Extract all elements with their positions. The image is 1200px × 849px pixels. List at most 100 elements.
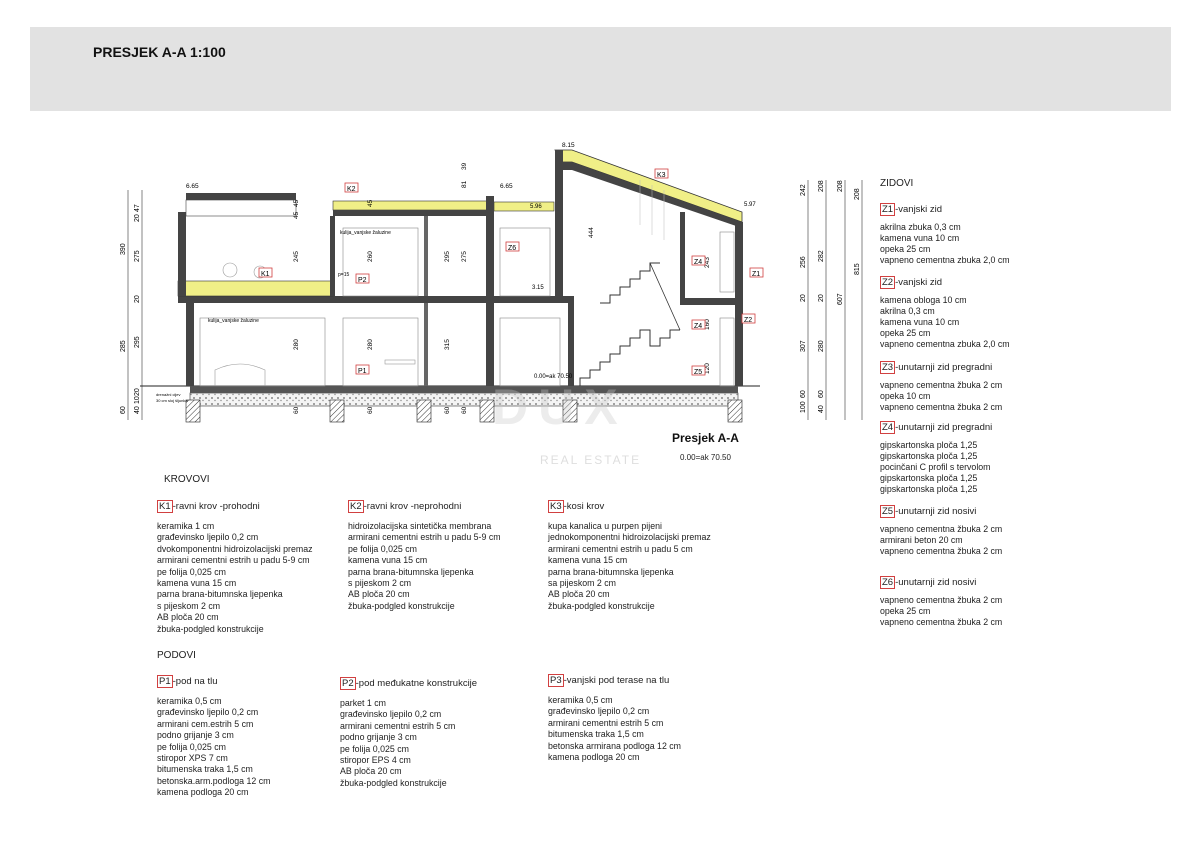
dim-mid-14: 81 [461,180,468,188]
k2-line: AB ploča 20 cm [348,589,410,600]
k2-line: parna brana-bitumnska ljepenka [348,566,474,577]
legend-p1: P1-pod na tlu keramika 0,5 cm građevinsk… [157,675,367,799]
p2-line: parket 1 cm [340,698,386,708]
k3-line: kupa kanalica u purpen pijeni [548,521,662,531]
k2-line: žbuka-podgled konstrukcije [348,600,455,611]
p1-line: bitumenska traka 1,5 cm [157,764,253,775]
watermark-text: REAL ESTATE [540,453,642,467]
code-z6: Z6 [880,576,896,589]
name-k2: -ravni krov -neprohodni [363,501,462,512]
k1-line: kamena vuna 15 cm [157,578,237,589]
k3-line: kamena vuna 15 cm [548,555,628,566]
right-roof [493,201,555,212]
dim-right-10: 20 [818,294,825,302]
wall-left-upper [178,212,186,296]
foundation-gravel [189,392,739,407]
k1-line: pe folija 0,025 cm [157,566,226,577]
z2-line: kamena vuna 10 cm [880,317,960,327]
header-bar: PRESJEK A-A 1:100 [30,27,1171,111]
note-drain: drenažni cijev [156,392,180,397]
footing-5 [562,399,578,423]
p2-line: pe folija 0,025 cm [340,743,409,754]
k1-line: parna brana-bitumnska ljepenka [157,589,283,600]
level-665-right: 6.65 [500,183,513,190]
furniture-plant-1 [222,262,238,278]
window-gf-1 [199,317,326,387]
code-k3: K3 [548,500,564,513]
dim-mid-11: 315 [444,339,451,350]
watermark-logo: DUX [492,379,628,435]
k3-line: AB ploča 20 cm [548,589,610,600]
legend-p3: P3-vanjski pod terase na tlu keramika 0,… [548,674,758,763]
z2-line: akrilna 0,3 cm [880,306,935,316]
k3-line: sa pijeskom 2 cm [548,578,616,589]
z4-line: gipskartonska ploča 1,25 [880,451,978,461]
k1-line: AB ploča 20 cm [157,612,219,623]
k3-line: žbuka-podgled konstrukcije [548,600,655,611]
wall-mid-1 [330,216,335,296]
legend-z1: Z1-vanjski zid akrilna zbuka 0,3 cm kame… [880,203,1180,266]
z4-line: pocinčani C profil s tervolom [880,462,991,472]
dim-mid-6: 45 [367,199,374,207]
window-ff-1 [342,227,419,297]
dim-left-5: 285 [120,340,127,352]
note-blinds-1: kulija_vanjske žaluzine [340,230,391,236]
dim-right-11: 280 [818,340,825,352]
first-floor-slab-far [680,298,742,305]
dim-left-9: 60 [120,406,127,414]
level-596: 5.96 [530,204,542,210]
dim-left-11: 20 [134,214,141,222]
wall-inner-1 [424,216,428,296]
dim-right-3: 256 [800,256,807,268]
note-gravel: 30 cm sloj šljunka [156,398,188,403]
name-z1: -vanjski zid [895,204,943,215]
dim-right-7: 100 [800,401,807,413]
tag-z6: Z6 [505,241,520,252]
k1-line: keramika 1 cm [157,521,215,531]
ground-slab [190,386,738,393]
p1-line: armirani cem.estrih 5 cm [157,718,254,729]
svg-text:Z6: Z6 [508,245,516,252]
dim-right-13: 40 [818,405,825,413]
note-blinds-2: kulija_vanjske žaluzine [208,318,259,324]
name-p1: -pod na tlu [172,676,218,687]
p3-line: keramika 0,5 cm [548,695,613,705]
tag-p2: P2 [355,273,370,284]
k1-line: s pijeskom 2 cm [157,600,221,611]
dim-right-14: 208 [837,180,844,192]
z4-line: gipskartonska ploča 1,25 [880,440,978,450]
code-z1: Z1 [880,203,896,216]
p3-line: betonska armirana podloga 12 cm [548,740,682,751]
z6-line: opeka 25 cm [880,606,931,616]
dim-mid-10: 295 [444,251,451,262]
dim-mid-3: 245 [293,251,300,262]
footing-1 [185,399,201,423]
wall-right-ext [735,222,743,386]
svg-text:Z4: Z4 [694,259,702,266]
k3-line: parna brana-bitumnska ljepenka [548,566,674,577]
z4-line: gipskartonska ploča 1,25 [880,484,978,494]
svg-text:Z1: Z1 [752,271,760,278]
tag-z2: Z2 [741,313,756,324]
note-slope: p=15 [338,272,349,278]
p1-line: kamena podloga 20 cm [157,787,249,798]
z2-line: vapneno cementna zbuka 2,0 cm [880,339,1010,349]
dim-mid-13: 39 [461,162,468,170]
z1-line: opeka 25 cm [880,244,931,254]
dim-left-1: 390 [120,243,127,255]
window-ff-2 [499,227,551,297]
level-597: 5.97 [744,202,756,208]
legend-k1: K1-ravni krov -prohodni keramika 1 cm gr… [157,500,367,635]
k1-line: dvokomponentni hidroizolacijski premaz [157,543,313,554]
page-title: PRESJEK A-A 1:100 [93,44,226,60]
code-k2: K2 [348,500,364,513]
p2-line: AB ploča 20 cm [340,766,402,777]
z4-line: gipskartonska ploča 1,25 [880,473,978,483]
dim-right-1: 242 [800,184,807,196]
legend-z4: Z4-unutarnji zid pregradni gipskartonska… [880,421,1180,495]
name-p2: -pod međukatne konstrukcije [355,678,478,689]
dim-mid-12: 60 [444,406,451,414]
dim-left-3: 275 [134,250,141,262]
code-p2: P2 [340,677,356,690]
footing-6 [727,399,743,423]
